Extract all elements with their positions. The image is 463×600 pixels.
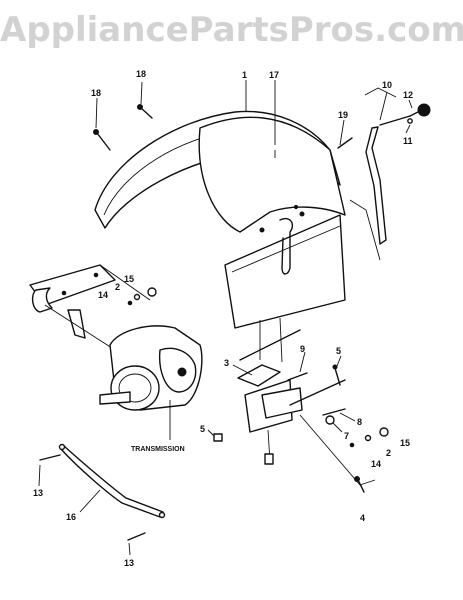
callout-3: 3 [224, 358, 229, 368]
callout-2-right: 2 [386, 448, 391, 458]
callout-14-left: 14 [98, 290, 108, 300]
callout-5-left: 5 [200, 424, 205, 434]
callout-4: 4 [360, 513, 365, 523]
callout-13-bottom: 13 [124, 558, 134, 568]
callout-1: 1 [242, 70, 247, 80]
callout-8: 8 [357, 417, 362, 427]
leader-lines [38, 80, 413, 556]
callout-15-left: 15 [124, 274, 134, 284]
transmission-part[interactable] [99, 325, 203, 440]
watermark-text: AppliancePartsPros.com [0, 10, 463, 50]
tine-shield-part[interactable] [94, 110, 346, 329]
callout-19: 19 [338, 110, 348, 120]
hardware-parts[interactable] [39, 104, 389, 541]
transmission-label: TRANSMISSION [131, 446, 185, 453]
callout-2-left: 2 [115, 282, 120, 292]
callout-13-left: 13 [33, 488, 43, 498]
callout-16: 16 [66, 512, 76, 522]
callout-18-top: 18 [136, 69, 146, 79]
drag-bar-part[interactable] [58, 443, 166, 519]
callout-14-right: 14 [371, 459, 381, 469]
callout-15-right: 15 [400, 438, 410, 448]
depth-bar-part[interactable] [349, 87, 431, 261]
callout-labels: 1 17 18 18 19 10 12 11 15 2 14 3 9 5 5 8… [33, 69, 413, 568]
callout-18-left: 18 [91, 88, 101, 98]
callout-12: 12 [403, 90, 413, 100]
callout-7: 7 [344, 431, 349, 441]
callout-9: 9 [300, 344, 305, 354]
callout-10: 10 [382, 80, 392, 90]
mounting-bracket-part[interactable] [237, 317, 376, 486]
axle-housing-part[interactable] [29, 264, 151, 351]
callout-5-right: 5 [336, 346, 341, 356]
callout-17: 17 [269, 70, 279, 80]
callout-11: 11 [403, 136, 413, 146]
